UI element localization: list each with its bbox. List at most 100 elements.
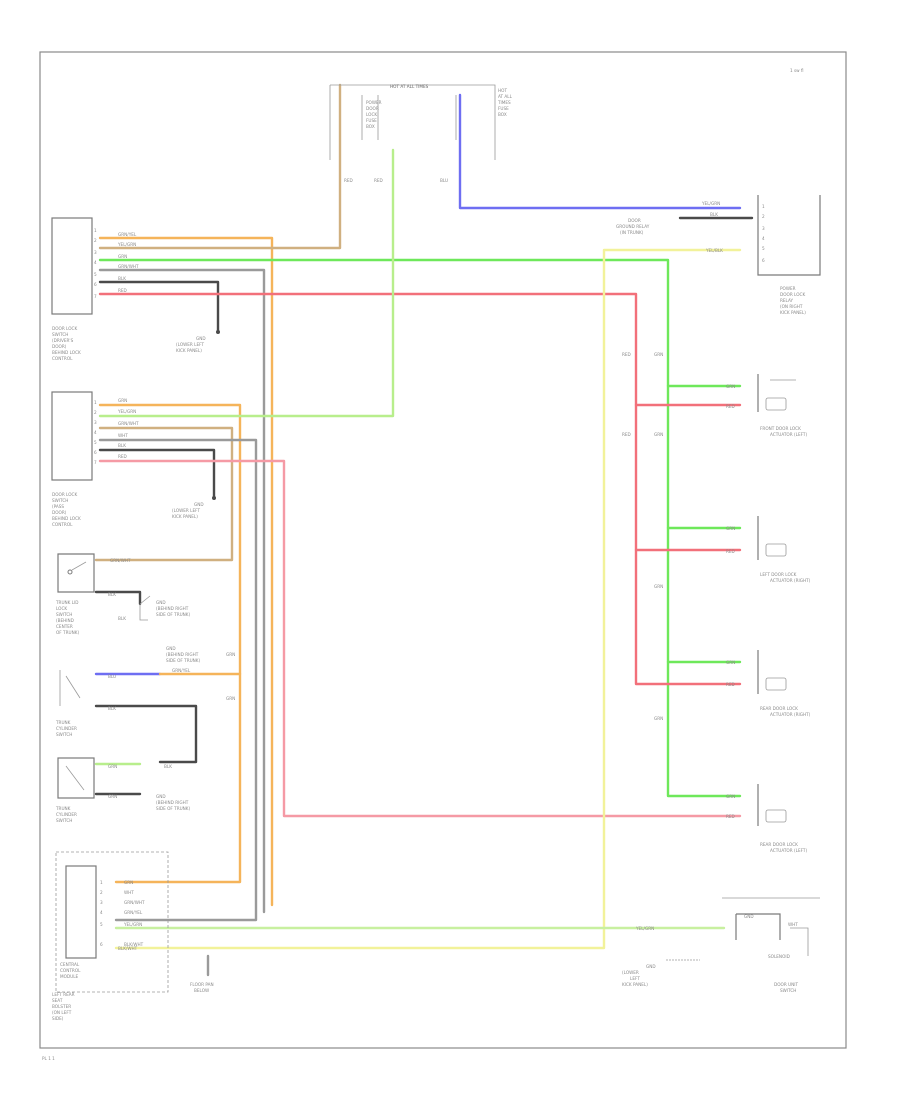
label-components-left-actuator-0: LEFT DOOR LOCK (760, 572, 797, 577)
label-components-key-cyl-upper-0: TRUNK (55, 720, 71, 725)
label-components-relay-top-right-4: KICK PANEL) (780, 310, 806, 315)
actuator-rear-right: GRN RED REAR DOOR LOCK ACTUATOR (RIGHT) (726, 650, 811, 717)
label-components-fuse-box-2: DOOR (366, 106, 379, 111)
label-pin-labels-relay-2: 3 (762, 226, 765, 231)
label-components-front-actuator-0: FRONT DOOR LOCK (760, 426, 801, 431)
diagram-shape (71, 561, 87, 571)
label-components-key-cyl-lower-0: TRUNK (55, 806, 71, 811)
label-wire-labels-bottom-1: BLK/WHT (118, 946, 138, 951)
wire-dark-key (94, 590, 142, 606)
label-components-control-unit-2: MODULE (60, 974, 79, 979)
wire-blue-top (458, 93, 742, 210)
label-components-door-unit-0: DOOR UNIT (774, 982, 798, 987)
label-components-fuse-box-1: POWER (366, 100, 382, 105)
wire-light-green-lower (98, 148, 395, 418)
diagram-shape (361, 95, 457, 140)
label-components-trunk-switch-5: OF TRUNK) (56, 630, 79, 635)
label-components-ground-bottom-0: GND (646, 964, 656, 969)
label-components-ground-upper-0: GND (196, 336, 206, 341)
label-wire-labels-actuators-6: GRN (726, 794, 735, 799)
label-wire-labels-lower-switch-5: RED (118, 454, 127, 459)
label-components-fuse-right-2: TIMES (497, 100, 511, 105)
label-pin-labels-relay-1: 2 (762, 214, 765, 219)
diagram-shape (65, 765, 85, 791)
trunk-cylinder-switch-lower: GRN BLK GRN TRUNK CYLINDER SWITCH GND (B… (55, 757, 191, 823)
label-components-relay-top-right-3: (ON RIGHT (780, 304, 803, 309)
door-lock-switch-upper: 1 2 3 4 5 6 7 GRN/YEL YEL/GRN GRN GRN/WH… (51, 217, 139, 361)
actuator-left: GRN RED LEFT DOOR LOCK ACTUATOR (RIGHT) (726, 516, 811, 583)
label-pin-labels-lower-switch-3: 4 (94, 430, 97, 435)
label-wire-labels-misc-2: BLK (118, 616, 126, 621)
label-components-ground-mid-1: BELOW (194, 988, 209, 993)
label-pin-labels-upper-switch-0: 1 (94, 228, 97, 233)
label-components-control-unit-caption-0: LEFT REAR (52, 992, 75, 997)
label-wire-labels-actuators-0: GRN (726, 384, 735, 389)
label-components-left-actuator-1: ACTUATOR (RIGHT) (770, 578, 811, 583)
diagram-shape (57, 757, 95, 799)
label-wire-labels-upper-switch-1: YEL/GRN (117, 242, 136, 247)
label-components-relay-top-right-2: RELAY (780, 298, 794, 303)
label-components-rear-left-actuator-0: REAR DOOR LOCK (760, 842, 798, 847)
wire-gray-upper (98, 268, 266, 914)
label-wire-labels-bottom-0: YEL/GRN (635, 926, 654, 931)
wire-gray-lower (98, 438, 258, 922)
wire-tan-lower (94, 426, 234, 562)
label-wire-labels-vertical-4: GRN (654, 584, 663, 589)
label-pin-labels-lower-switch-4: 5 (94, 440, 97, 445)
label-wire-labels-relay-2: YEL/BLK (705, 248, 723, 253)
diagram-shape (765, 677, 787, 691)
central-control-module: 1 2 3 4 5 6 GRN WHT GRN/WHT GRN/YEL YEL/… (52, 851, 169, 1021)
label-components-trunk-switch-4: CENTER (56, 624, 73, 629)
label-components-ground-bottom-3: KICK PANEL) (622, 982, 648, 987)
door-unit-switch: GND WHT SOLENOID DOOR UNIT SWITCH YEL/GR… (118, 897, 820, 993)
label-pin-labels-control-2: 3 (100, 900, 103, 905)
label-wire-labels-lower-switch-3: WHT (118, 433, 128, 438)
label-pin-labels-upper-switch-6: 7 (94, 294, 97, 299)
label-components-door-lock-switch-lower-1: SWITCH (52, 498, 68, 503)
label-components-ground-trunk-c-0: GND (156, 794, 166, 799)
diagram-shape (51, 217, 93, 315)
diagram-shape (765, 397, 787, 411)
label-wire-labels-lower-switch-4: BLK (118, 443, 126, 448)
label-components-ground-bottom-2: LEFT (630, 976, 640, 981)
label-wire-labels-vertical-0: RED (622, 352, 631, 357)
label-pin-labels-upper-switch-5: 6 (94, 282, 97, 287)
label-components-control-unit-0: CENTRAL (60, 962, 80, 967)
label-components-rear-right-actuator-0: REAR DOOR LOCK (760, 706, 798, 711)
label-components-ground-trunk-b-0: GND (166, 646, 176, 651)
label-pin-labels-lower-switch-5: 6 (94, 450, 97, 455)
label-pin-labels-upper-switch-4: 5 (94, 272, 97, 277)
actuator-front: GRN RED FRONT DOOR LOCK ACTUATOR (LEFT) (726, 374, 807, 437)
label-wire-labels-actuators-1: RED (726, 404, 735, 409)
label-components-control-unit-caption-2: BOLSTER (52, 1004, 71, 1009)
label-wire-labels-actuators-5: RED (726, 682, 735, 687)
label-wire-labels-actuators-2: GRN (726, 526, 735, 531)
label-components-fuse-right-3: FUSE (498, 106, 509, 111)
label-wire-labels-upper-switch-4: BLK (118, 276, 126, 281)
label-components-door-lock-switch-upper-3: DOOR) (52, 344, 67, 349)
wires (94, 83, 754, 977)
label-wire-labels-misc-0: GRN (226, 652, 235, 657)
diagram-shape (67, 569, 73, 575)
label-wire-labels-upper-switch-0: GRN/YEL (118, 232, 137, 237)
label-wire-labels-door-unit-0: WHT (788, 922, 798, 927)
label-wire-labels-lower-switch-1: YEL/GRN (117, 409, 136, 414)
fuse-box: HOT AT ALL TIMES POWER DOOR LOCK FUSE BO… (329, 84, 513, 183)
diagram-shape (57, 553, 95, 593)
label-wire-labels-actuators-3: RED (726, 549, 735, 554)
diagram-shape (790, 927, 809, 956)
label-components-ground-bottom-1: (LOWER (622, 970, 639, 975)
diagram-shape (139, 595, 151, 621)
label-wire-labels-key-0: BLU (108, 674, 116, 679)
label-components-fuse-right-1: AT ALL (498, 94, 513, 99)
label-components-trunk-switch-0: TRUNK LID (55, 600, 79, 605)
label-pin-labels-lower-switch-2: 3 (94, 420, 97, 425)
label-components-ground-mid-0: FLOOR PAN (190, 982, 214, 987)
label-components-door-lock-switch-upper-2: (DRIVER'S (52, 338, 74, 343)
label-wire-labels-misc-1: GRN (226, 696, 235, 701)
label-components-fuse-box-3: LOCK (366, 112, 377, 117)
label-components-key-cyl-lower-2: SWITCH (56, 818, 72, 823)
label-wire-labels-trunk-0: GRN/YEL (172, 668, 191, 673)
label-wire-labels-relay-1: BLK (710, 212, 718, 217)
label-components-front-actuator-1: ACTUATOR (LEFT) (770, 432, 807, 437)
